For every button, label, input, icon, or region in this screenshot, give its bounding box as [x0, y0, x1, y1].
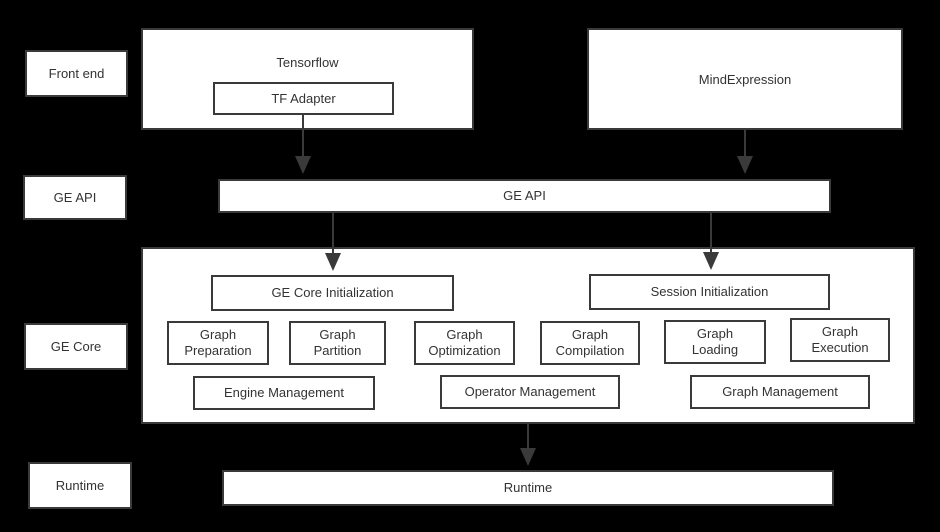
module-graph-management: Graph Management [690, 375, 870, 409]
module-graph-optimization-line2: Optimization [428, 343, 501, 358]
layer-label-runtime-text: Runtime [55, 477, 105, 493]
tf-adapter-label: TF Adapter [271, 90, 336, 106]
module-operator-management: Operator Management [440, 375, 620, 409]
module-graph-optimization: Graph Optimization [414, 321, 515, 365]
ge-core-initialization-box: GE Core Initialization [211, 275, 454, 311]
tf-adapter-box: TF Adapter [213, 82, 394, 115]
layer-label-front-end-text: Front end [48, 65, 105, 81]
runtime-bar: Runtime [222, 470, 834, 506]
layer-label-ge-core: GE Core [24, 323, 128, 370]
module-graph-preparation: Graph Preparation [167, 321, 269, 365]
module-graph-execution-line1: Graph [821, 324, 859, 340]
layer-label-ge-api-text: GE API [53, 189, 97, 205]
session-initialization-label: Session Initialization [650, 284, 769, 300]
mindexpression-title: MindExpression [698, 72, 792, 87]
module-graph-partition: Graph Partition [289, 321, 386, 365]
mindexpression-panel [587, 28, 903, 130]
module-graph-compilation-line1: Graph [571, 327, 609, 343]
module-graph-preparation-line2: Preparation [184, 343, 252, 358]
module-graph-management-label: Graph Management [722, 384, 838, 400]
ge-core-initialization-label: GE Core Initialization [271, 285, 394, 301]
module-graph-execution-line2: Execution [811, 340, 869, 355]
module-graph-partition-line1: Graph [319, 327, 356, 343]
tensorflow-title: Tensorflow [276, 55, 339, 70]
session-initialization-box: Session Initialization [589, 274, 830, 310]
module-graph-optimization-line1: Graph [446, 327, 483, 343]
module-graph-preparation-line1: Graph [199, 327, 237, 343]
module-graph-loading-line1: Graph [696, 326, 734, 342]
layer-label-ge-api: GE API [23, 175, 127, 220]
layer-label-ge-core-text: GE Core [50, 338, 102, 354]
module-engine-management-label: Engine Management [224, 385, 344, 401]
ge-api-bar: GE API [218, 179, 831, 213]
module-graph-execution: Graph Execution [790, 318, 890, 362]
runtime-bar-label: Runtime [503, 480, 553, 496]
layer-label-front-end: Front end [25, 50, 128, 97]
module-graph-compilation: Graph Compilation [540, 321, 640, 365]
module-graph-loading: Graph Loading [664, 320, 766, 364]
layer-label-runtime: Runtime [28, 462, 132, 509]
module-graph-partition-line2: Partition [313, 343, 362, 358]
module-operator-management-label: Operator Management [464, 384, 596, 400]
module-graph-loading-line2: Loading [691, 342, 739, 357]
module-graph-compilation-line2: Compilation [555, 343, 625, 358]
ge-api-bar-label: GE API [503, 188, 546, 204]
module-engine-management: Engine Management [193, 376, 375, 410]
